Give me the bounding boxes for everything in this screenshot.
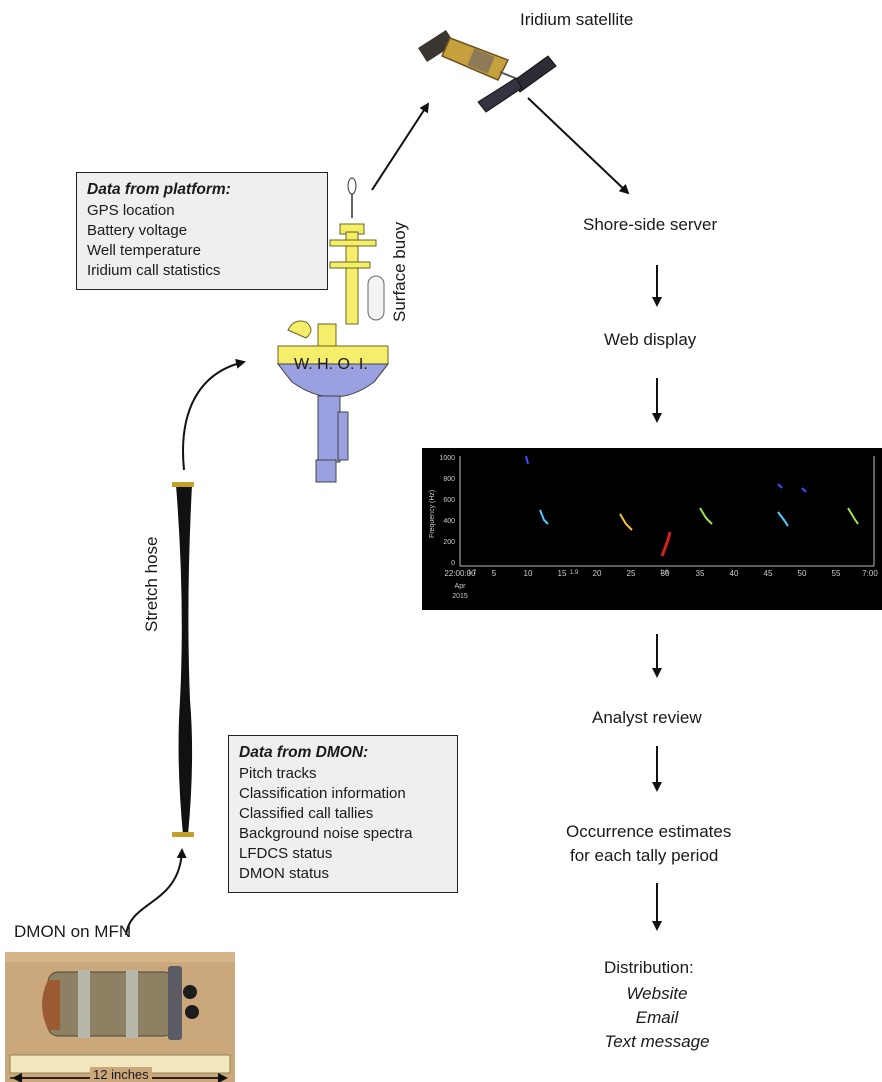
spectrogram-ylabel: Frequency (Hz) — [429, 490, 436, 538]
arrow-satellite-to-server — [527, 97, 630, 195]
dmon-box-item: Pitch tracks — [239, 765, 317, 782]
xtick-label: 40 — [730, 569, 739, 578]
label-web-display: Web display — [604, 330, 697, 349]
platform-box-item: Iridium call statistics — [87, 262, 221, 279]
ytick-label: 0 — [451, 560, 455, 567]
spectrogram-call-tracks — [525, 455, 859, 557]
dmon-box-title: Data from DMON: — [239, 744, 369, 761]
spectrogram-yticks: 1000 800 600 400 200 0 — [439, 455, 455, 567]
label-iridium-satellite: Iridium satellite — [520, 10, 634, 29]
label-surface-buoy: Surface buoy — [390, 221, 409, 322]
distribution-list: Website Email Text message — [586, 982, 728, 1054]
stretch-hose — [172, 482, 194, 837]
label-shore-side-server: Shore-side server — [583, 215, 718, 234]
buoy-whoi-label: W. H. O. I. — [294, 356, 368, 373]
spectrogram-date-year: 2015 — [452, 593, 468, 600]
xtick-label: 20 — [593, 569, 602, 578]
arrow-buoy-to-satellite — [371, 102, 430, 191]
label-occurrence-line2: for each tally period — [570, 846, 719, 865]
xtick-label: 5 — [492, 569, 497, 578]
label-stretch-hose: Stretch hose — [142, 536, 161, 632]
dmon-box-item: LFDCS status — [239, 845, 333, 862]
label-occurrence-line1: Occurrence estimates — [566, 822, 732, 841]
surface-buoy-icon — [276, 177, 390, 483]
xtick-label: 45 — [764, 569, 773, 578]
xtick-label: 25 — [627, 569, 636, 578]
ytick-label: 400 — [443, 518, 455, 525]
distribution-item: Email — [635, 1008, 679, 1027]
spectrogram-xticks: 22:00:00 5 10 15 20 25 30 35 40 45 50 55… — [444, 569, 878, 578]
dmon-box-item: Classification information — [239, 785, 406, 802]
dmon-photo — [5, 952, 235, 1082]
satellite-icon — [418, 30, 557, 113]
spectrogram-date-month: Apr — [455, 583, 467, 590]
xtick-label: 22:00:00 — [444, 569, 476, 578]
xtick-label: 55 — [832, 569, 841, 578]
distribution-item: Text message — [604, 1032, 710, 1051]
label-dmon-on-mfn: DMON on MFN — [14, 922, 132, 941]
spectrogram-marker: 1.7 — [468, 570, 477, 576]
spectrogram-svg: Frequency (Hz) 1000 800 600 400 200 0 22… — [429, 455, 878, 600]
ytick-label: 1000 — [439, 455, 455, 462]
xtick-label: 30 — [661, 569, 670, 578]
platform-box-item: Well temperature — [87, 242, 201, 259]
ytick-label: 600 — [443, 497, 455, 504]
xtick-label: 50 — [798, 569, 807, 578]
platform-box-item: GPS location — [87, 202, 175, 219]
dmon-box-item: DMON status — [239, 865, 330, 882]
xtick-label: 15 — [558, 569, 567, 578]
arrow-dmon-to-hose — [125, 848, 187, 936]
xtick-label: 35 — [696, 569, 705, 578]
label-distribution: Distribution: — [604, 958, 694, 977]
ruler-label: 12 inches — [90, 1067, 152, 1082]
dmon-box-item: Classified call tallies — [239, 805, 374, 822]
ytick-label: 200 — [443, 539, 455, 546]
spectrogram-marker: 1.9 — [570, 570, 579, 576]
arrow-hose-to-buoy — [182, 358, 246, 471]
distribution-item: Website — [626, 984, 688, 1003]
platform-box-title: Data from platform: — [87, 181, 231, 198]
ytick-label: 800 — [443, 476, 455, 483]
xtick-label: 7:00 — [862, 569, 878, 578]
platform-box-item: Battery voltage — [87, 222, 188, 239]
spectrogram-display: Frequency (Hz) 1000 800 600 400 200 0 22… — [422, 448, 882, 610]
dmon-data-box: Data from DMON: Pitch tracks Classificat… — [228, 735, 458, 893]
platform-data-box: Data from platform: GPS location Battery… — [76, 172, 328, 290]
label-analyst-review: Analyst review — [592, 708, 702, 727]
xtick-label: 10 — [524, 569, 533, 578]
dmon-box-item: Background noise spectra — [239, 825, 413, 842]
spectrogram-marker: 1.8 — [660, 570, 669, 576]
